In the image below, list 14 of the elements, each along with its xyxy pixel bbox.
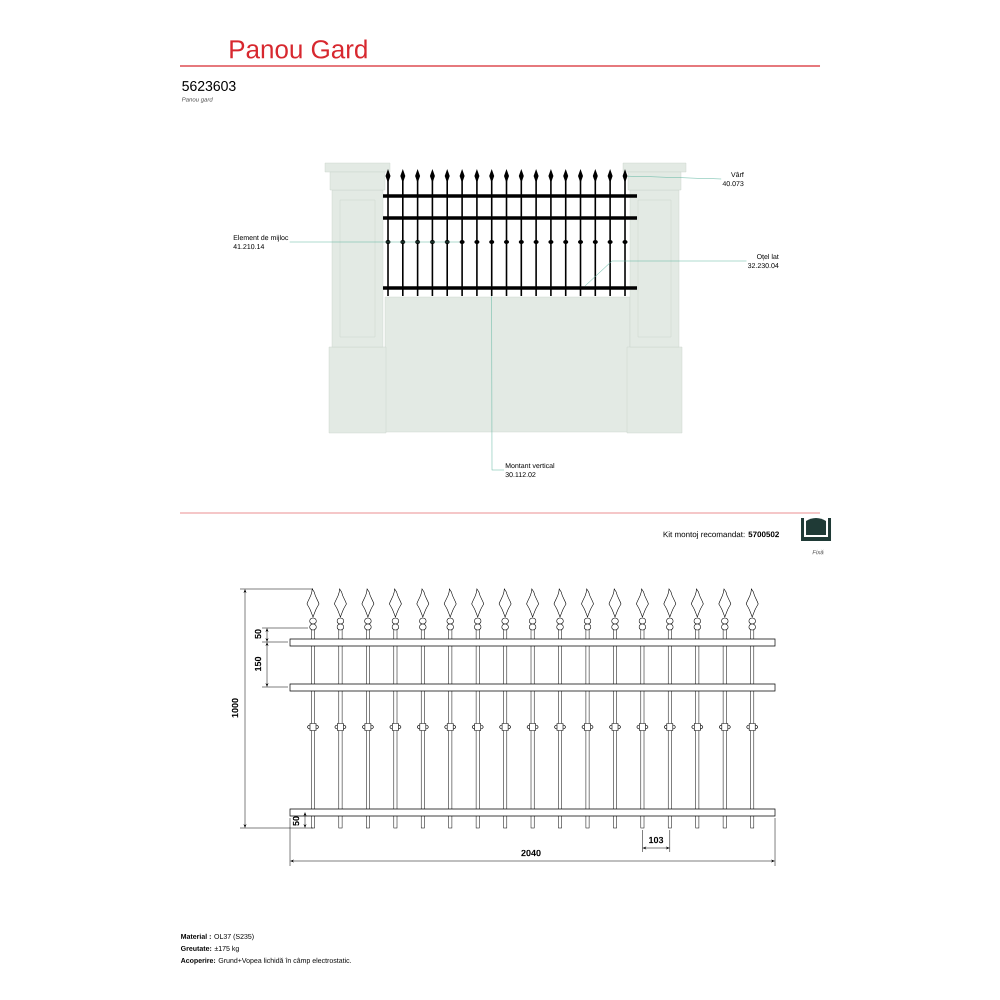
dimension-label: 150 <box>254 656 262 671</box>
title: Panou Gard <box>230 39 367 59</box>
leader-line <box>584 260 747 286</box>
leader-line <box>491 296 504 470</box>
leader-line <box>627 176 722 180</box>
dimension-label: 103 <box>649 836 664 844</box>
dimension-label: 1000 <box>232 698 238 718</box>
product-code: 5623603 <box>182 81 236 91</box>
dimension-label: 50 <box>254 629 262 639</box>
dimension-label: 50 <box>292 816 300 826</box>
dimension-label: 2040 <box>521 850 541 856</box>
spike-tip <box>622 169 628 183</box>
kit-label: Kit montoj recomandat: 5700502 <box>664 531 779 539</box>
ornament-collar <box>460 240 465 244</box>
